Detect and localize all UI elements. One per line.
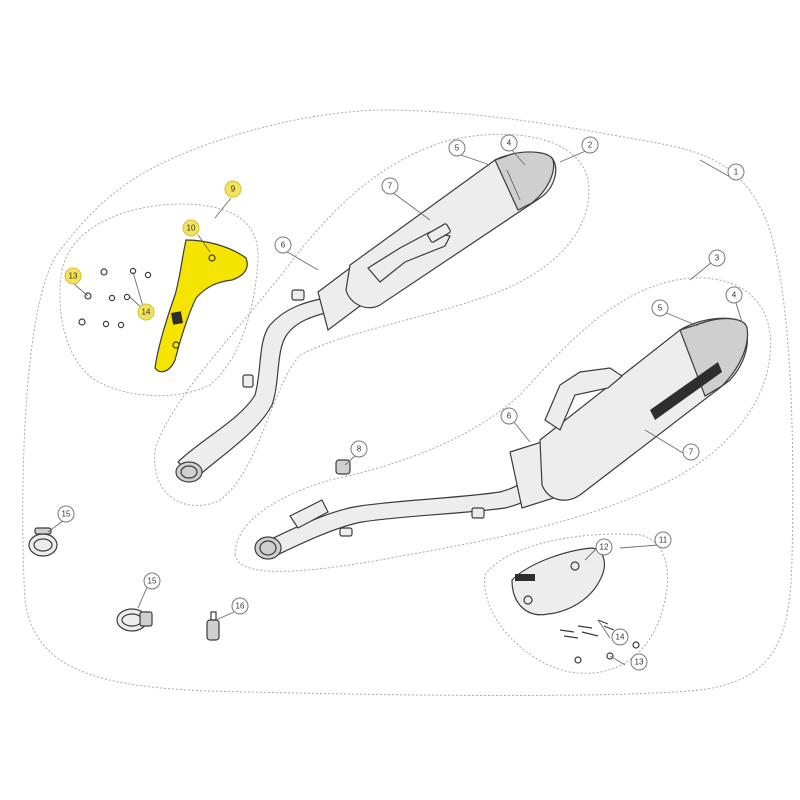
small-shield-logo [515, 574, 535, 581]
callout-7-upper: 7 [388, 182, 393, 191]
callout-10: 10 [187, 224, 196, 233]
callout-3: 3 [715, 254, 720, 263]
leader-lines [47, 147, 743, 666]
clamp-lower [116, 608, 153, 632]
heat-shield-fasteners [78, 267, 152, 329]
callout-16: 16 [236, 602, 245, 611]
callout-15-lower: 15 [148, 577, 157, 586]
small-heat-shield [511, 547, 606, 616]
callout-14-heat-shield: 14 [142, 308, 151, 317]
callout-14-small-shield: 14 [616, 633, 625, 642]
small-shield-group-boundary [484, 533, 668, 674]
heat-shield-logo [171, 311, 183, 325]
outer-group-boundary [22, 109, 794, 696]
callout-5-lower: 5 [658, 304, 663, 313]
callout-11: 11 [659, 536, 668, 545]
upper-silencer-assembly [175, 151, 557, 483]
callout-15-upper: 15 [62, 510, 71, 519]
callout-1: 1 [734, 168, 739, 177]
heat-shield [154, 239, 248, 373]
callout-5-upper: 5 [455, 144, 460, 153]
upper-link-pipe [177, 297, 331, 479]
lower-end-cap [679, 318, 749, 397]
silencer-logo-plate [650, 362, 722, 420]
callout-7-lower: 7 [689, 448, 694, 457]
callout-6-lower: 6 [507, 412, 512, 421]
callouts: 1 2 3 4 4 5 5 6 6 7 7 8 9 10 11 12 13 13… [57, 134, 745, 671]
small-shield-fasteners [559, 619, 640, 664]
callout-13-small-shield: 13 [635, 658, 644, 667]
upper-pipe-inlet [175, 461, 203, 483]
lower-pipe-inlet [254, 536, 282, 560]
lower-silencer-assembly [254, 317, 749, 560]
lower-silencer-group-boundary [234, 277, 772, 572]
callout-2: 2 [588, 141, 593, 150]
callout-8: 8 [357, 445, 362, 454]
callout-12: 12 [600, 543, 609, 552]
heat-shield-group-boundary [59, 203, 259, 397]
callout-4-lower: 4 [732, 291, 737, 300]
sensor-plug [206, 611, 220, 641]
callout-9: 9 [231, 185, 236, 194]
callout-6-upper: 6 [281, 241, 286, 250]
callout-4-upper: 4 [507, 139, 512, 148]
clamp-upper [28, 527, 58, 557]
upper-end-cap [494, 151, 555, 211]
callout-13-heat-shield: 13 [69, 272, 78, 281]
